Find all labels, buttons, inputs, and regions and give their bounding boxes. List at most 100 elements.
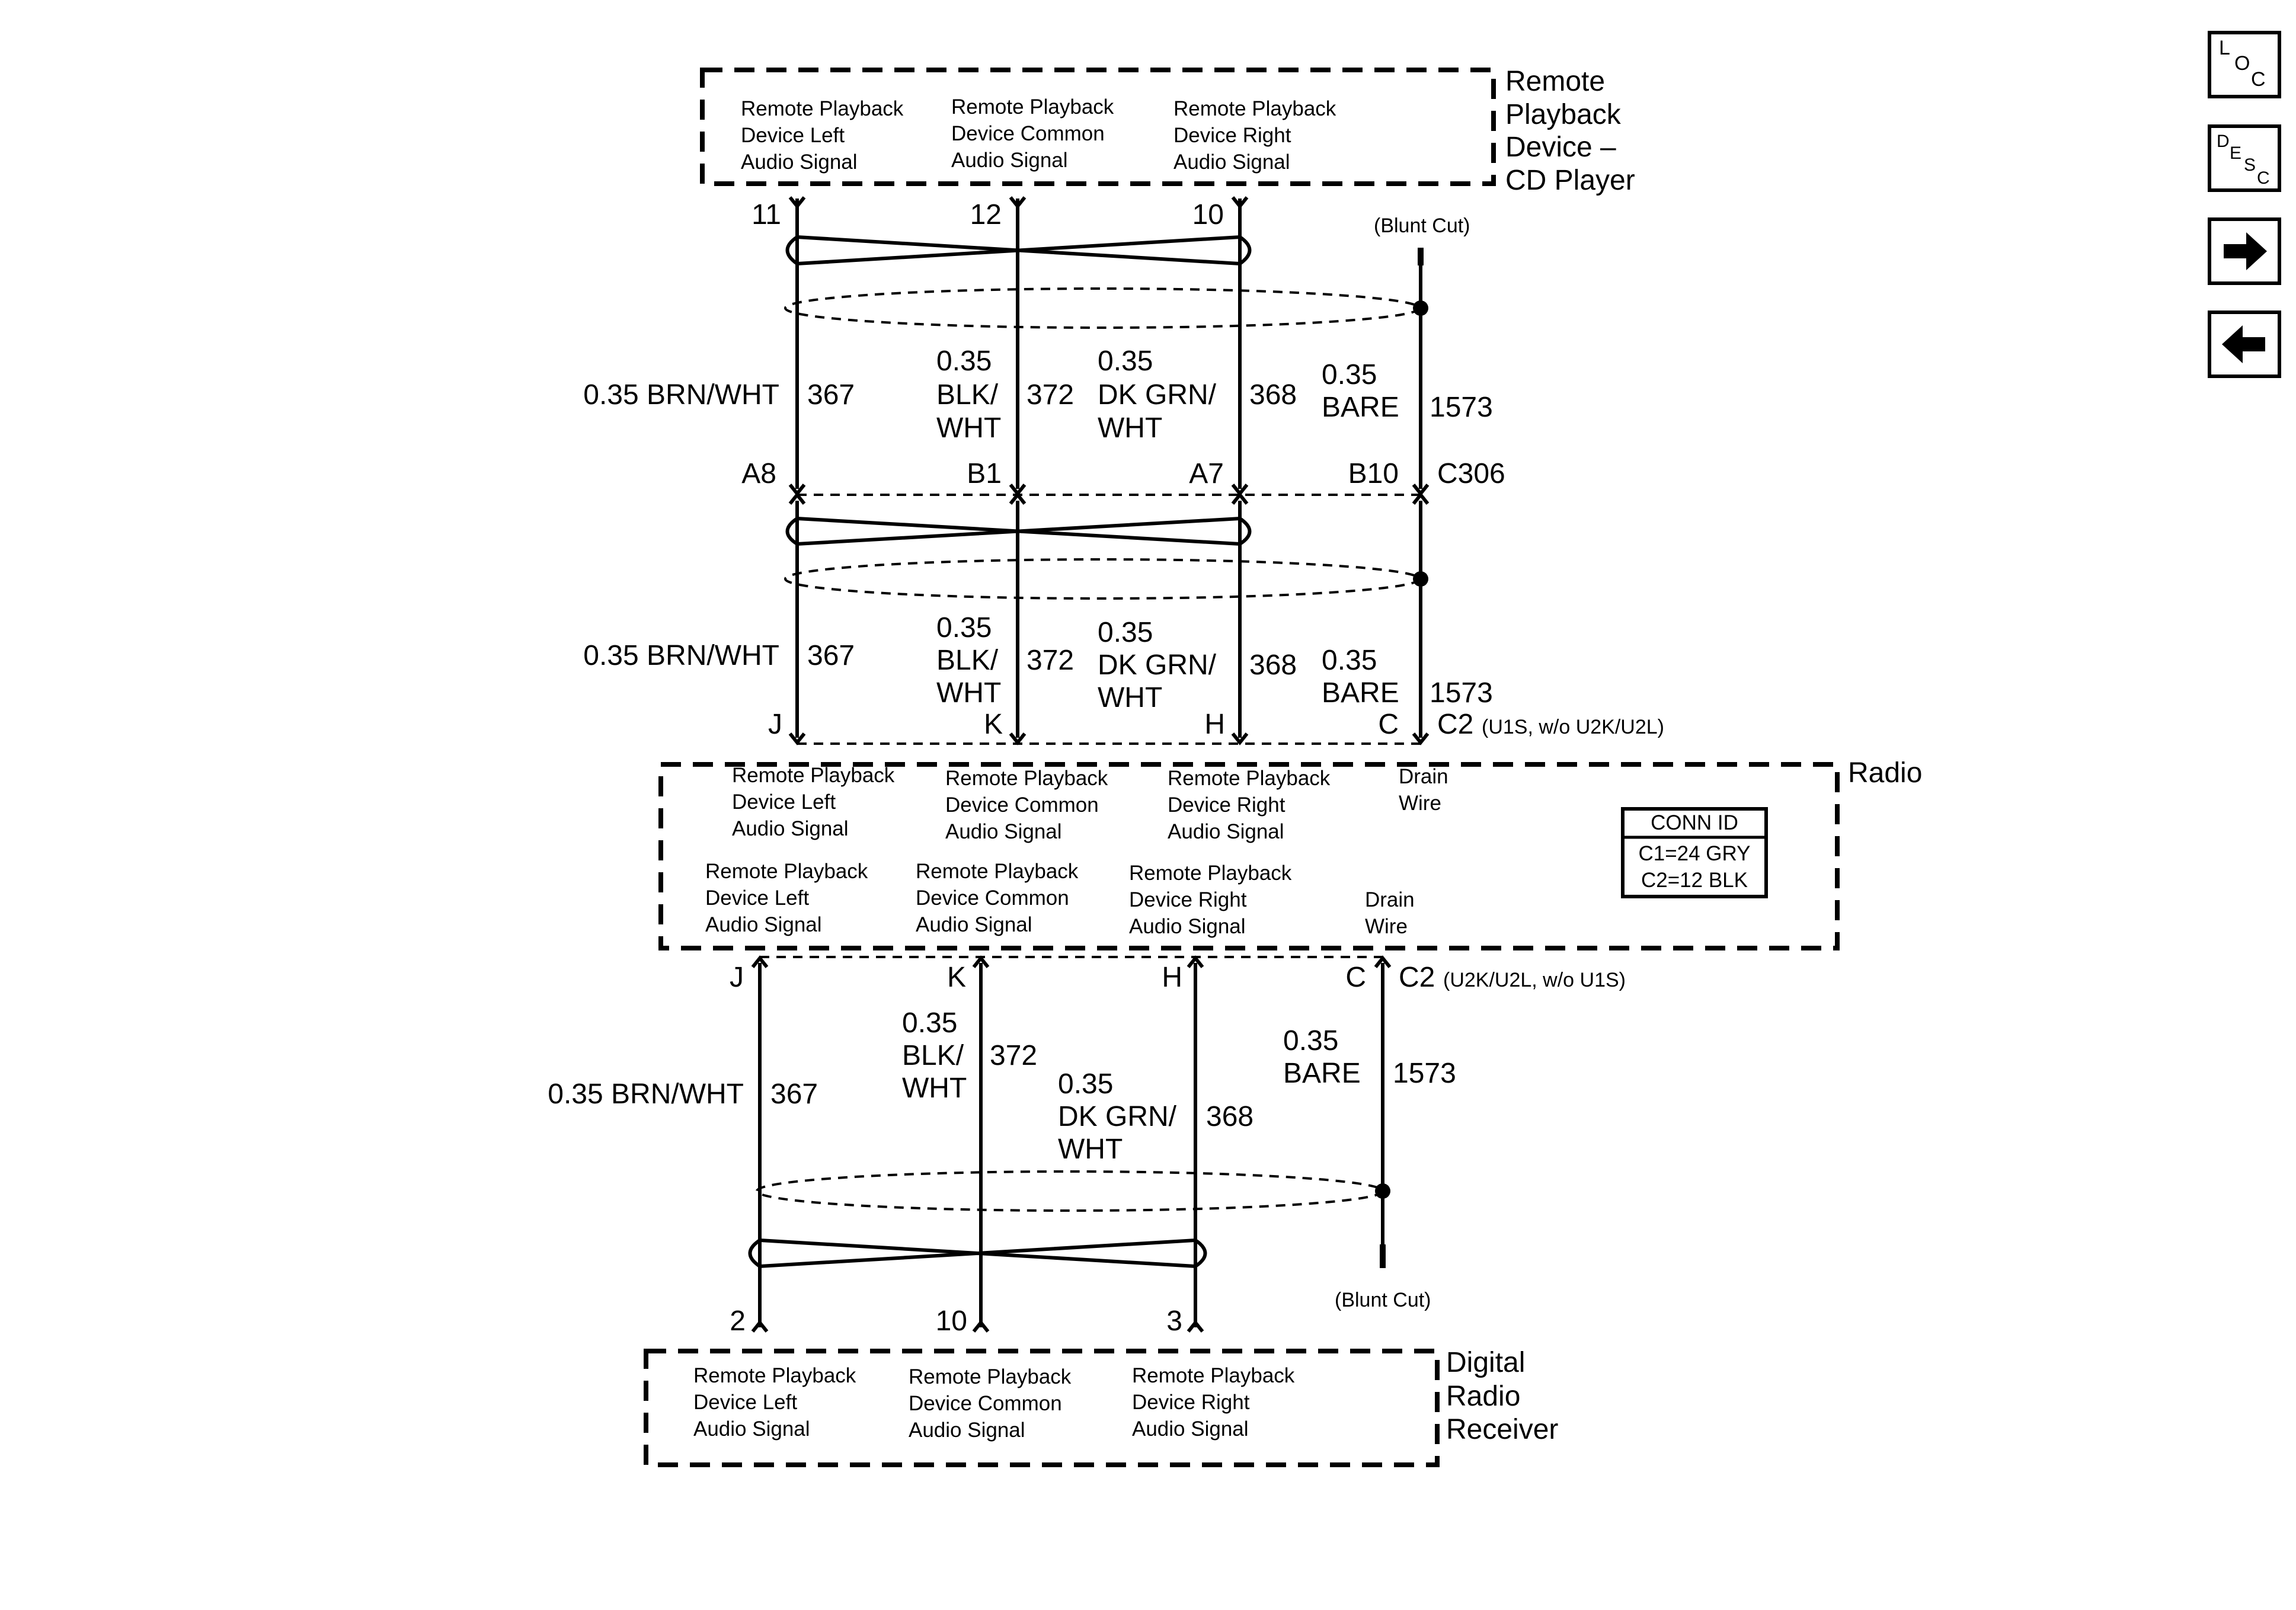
cd-player-signal-text: Remote Playback — [951, 95, 1114, 119]
circuit-number: 372 — [1027, 379, 1074, 411]
desc-letter: C — [2257, 168, 2270, 188]
wire-color-label: 0.35 — [936, 612, 992, 644]
wire-color-label: DK GRN/ — [1058, 1101, 1177, 1132]
digital-receiver-signal-text: Audio Signal — [693, 1417, 810, 1441]
cd-player-name-line: Device – — [1505, 132, 1616, 163]
pin-labels: 11 12 10 A8 B1 A7 B10 C306 J K H C C2 (U… — [730, 199, 1664, 1337]
desc-letter: D — [2217, 132, 2230, 151]
pin-label: C — [1345, 962, 1366, 993]
shield-splice-dot — [1375, 1183, 1390, 1199]
connector-note: (U1S, w/o U2K/U2L) — [1482, 716, 1664, 738]
digital-receiver-signal-text: Remote Playback — [1132, 1364, 1295, 1387]
wire-color-label: 0.35 — [1322, 359, 1377, 391]
wire-color-label: 0.35 — [936, 345, 992, 377]
conn-id-row: C1=24 GRY — [1638, 842, 1750, 865]
loc-button[interactable]: L O C — [2208, 31, 2281, 98]
connector-lines — [760, 494, 1421, 958]
cd-player-signal-text: Remote Playback — [741, 97, 904, 120]
wire-color-label: 0.35 BRN/WHT — [548, 1078, 744, 1110]
next-arrow-button[interactable] — [2208, 217, 2281, 285]
radio-signal-text: Audio Signal — [916, 913, 1032, 936]
radio-signal-text: Remote Playback — [732, 764, 895, 787]
circuit-number: 367 — [807, 379, 855, 411]
cd-player-name-line: CD Player — [1505, 165, 1635, 196]
pin-label: K — [947, 962, 966, 993]
radio-signal-text: Drain — [1399, 765, 1448, 788]
pin-label: 10 — [936, 1305, 967, 1337]
cd-player-signal-text: Device Right — [1173, 124, 1291, 147]
prev-arrow-button[interactable] — [2208, 311, 2281, 378]
pin-label: C — [1378, 709, 1399, 740]
left-arrow-icon — [2222, 325, 2265, 363]
radio-signal-text: Device Common — [945, 793, 1099, 817]
radio-signal-text: Device Right — [1129, 888, 1247, 911]
connector-name: C306 — [1437, 458, 1505, 489]
pin-label: J — [730, 962, 744, 993]
radio-signal-text: Audio Signal — [732, 817, 849, 840]
wire-color-label: 0.35 — [902, 1007, 957, 1039]
radio-signal-text: Device Left — [705, 886, 809, 910]
loc-letter: L — [2219, 37, 2230, 59]
wire-color-label: WHT — [1098, 412, 1162, 444]
cd-player-signal-text: Audio Signal — [951, 149, 1068, 172]
pin-label: K — [984, 709, 1003, 740]
circuit-number: 368 — [1249, 649, 1297, 681]
radio-signal-text: Device Left — [732, 790, 836, 814]
wire-color-label: 0.35 — [1098, 345, 1153, 377]
wire-color-label: BLK/ — [936, 379, 999, 411]
pin-label: B10 — [1348, 458, 1399, 489]
loc-letter: O — [2234, 52, 2250, 75]
desc-button[interactable]: D E S C — [2208, 124, 2281, 192]
wire-color-label: DK GRN/ — [1098, 379, 1217, 411]
digital-receiver-signal-text: Remote Playback — [693, 1364, 856, 1387]
circuit-number: 372 — [1027, 645, 1074, 676]
digital-receiver-name-line: Receiver — [1446, 1414, 1558, 1445]
cd-player-signal-text: Remote Playback — [1173, 97, 1336, 120]
right-arrow-icon — [2224, 232, 2267, 270]
pin-label: A7 — [1189, 458, 1224, 489]
blunt-cut-label: (Blunt Cut) — [1374, 215, 1470, 237]
connector-name: C2 — [1399, 962, 1435, 993]
pin-label: H — [1204, 709, 1225, 740]
radio-signal-text: Drain — [1365, 888, 1415, 911]
pin-label: 12 — [970, 199, 1002, 231]
desc-letter: E — [2230, 143, 2241, 163]
wire-color-label: 0.35 — [1058, 1068, 1113, 1100]
wire-color-label: WHT — [1098, 682, 1162, 713]
wire-color-label: WHT — [902, 1073, 967, 1104]
digital-receiver-signal-text: Audio Signal — [909, 1419, 1025, 1442]
wire-color-label: 0.35 — [1283, 1025, 1338, 1057]
digital-receiver-signal-text: Device Right — [1132, 1391, 1250, 1414]
circuit-number: 1573 — [1430, 392, 1493, 423]
digital-receiver-signal-text: Remote Playback — [909, 1365, 1072, 1388]
wire-labels-seg1: 0.35 BRN/WHT 367 0.35 BLK/ WHT 372 0.35 … — [583, 345, 1493, 444]
radio-name: Radio — [1848, 757, 1922, 789]
radio-signal-text: Audio Signal — [1129, 915, 1246, 938]
wire-color-label: 0.35 — [1098, 617, 1153, 648]
digital-receiver-component: Digital Radio Receiver Remote Playback D… — [644, 1347, 1558, 1467]
conn-id-row: C2=12 BLK — [1641, 869, 1748, 892]
connector-name: C2 — [1437, 709, 1473, 740]
wire-color-label: WHT — [936, 677, 1001, 709]
digital-receiver-signal-text: Device Left — [693, 1391, 797, 1414]
cd-player-name-line: Remote — [1505, 66, 1605, 97]
cd-player-signal-text: Device Left — [741, 124, 845, 147]
pin-label: 10 — [1192, 199, 1224, 231]
digital-receiver-signal-text: Device Common — [909, 1392, 1062, 1415]
radio-signal-text: Device Common — [916, 886, 1069, 910]
circuit-number: 1573 — [1393, 1058, 1456, 1089]
wire-labels-seg2: 0.35 BRN/WHT 367 0.35 BLK/ WHT 372 0.35 … — [583, 612, 1493, 713]
circuit-number: 1573 — [1430, 677, 1493, 709]
pin-label: B1 — [967, 458, 1002, 489]
pin-label: J — [768, 709, 782, 740]
wire-color-label: DK GRN/ — [1098, 649, 1217, 681]
radio-signal-text: Audio Signal — [705, 913, 822, 936]
radio-signal-text: Device Right — [1168, 793, 1285, 817]
circuit-number: 368 — [1206, 1101, 1253, 1132]
wire-color-label: WHT — [1058, 1134, 1123, 1165]
shield-middle — [784, 558, 1421, 600]
blunt-cut-stubs: (Blunt Cut) (Blunt Cut) — [1335, 215, 1470, 1311]
pin-label: 11 — [752, 199, 781, 231]
cd-player-signal-text: Audio Signal — [1173, 151, 1290, 174]
desc-letter: S — [2244, 155, 2256, 175]
